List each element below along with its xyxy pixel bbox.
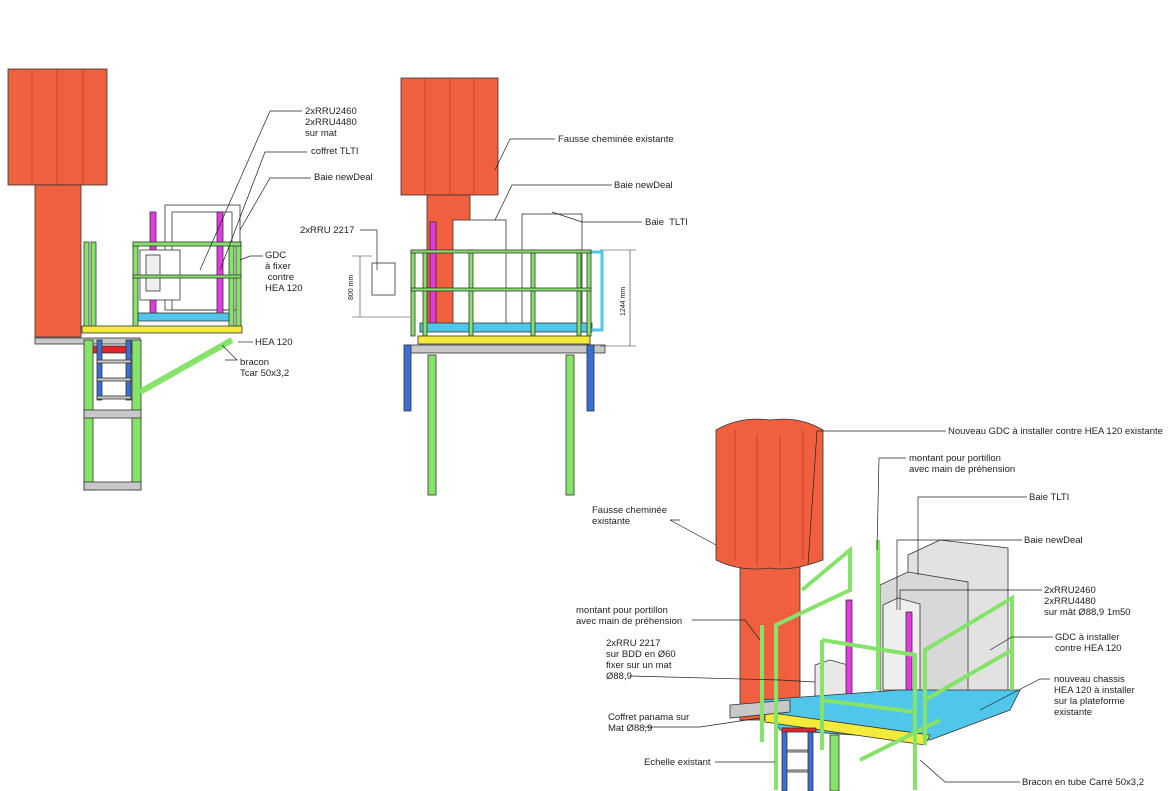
- iso-view: [715, 418, 1021, 791]
- label-coffret-tlti: coffret TLTI: [311, 146, 359, 157]
- label-rru2217-iso: 2xRRU 2217 sur BDD en Ø60 fixer sur un m…: [606, 638, 676, 682]
- label-chimney-iso: Fausse cheminée existante: [592, 505, 667, 527]
- label-gdc: GDC à fixer contre HEA 120: [265, 250, 303, 294]
- label-rru-mat: 2xRRU2460 2xRRU4480 sur mat: [305, 106, 357, 139]
- label-coffret-panama: Coffret panama sur Mat Ø88,9: [608, 712, 690, 734]
- dimension-800mm: 800 mm: [348, 274, 355, 300]
- label-rru-mast: 2xRRU2460 2xRRU4480 sur mât Ø88,9 1m50: [1044, 585, 1131, 618]
- label-echelle: Echelle existant: [644, 757, 711, 768]
- label-chimney-side: Fausse cheminée existante: [558, 134, 674, 145]
- label-gdc-install: GDC à installer contre HEA 120: [1055, 632, 1122, 654]
- leader-lines: [199, 110, 1053, 783]
- chimney-stem: [34, 184, 82, 338]
- label-bracon: bracon Tcar 50x3,2: [240, 357, 290, 379]
- front-view: [7, 68, 243, 491]
- label-bracon-iso: Bracon en tube Carré 50x3,2: [1022, 777, 1144, 788]
- iso-ladder: [781, 727, 840, 791]
- ladder: [83, 339, 142, 491]
- label-gdc-new: Nouveau GDC à installer contre HEA 120 e…: [948, 426, 1163, 437]
- label-rru2217-side: 2xRRU 2217: [300, 225, 355, 236]
- label-montant-left: montant pour portillon avec main de préh…: [576, 605, 683, 627]
- bracon-brace: [138, 337, 234, 395]
- chimney-head: [7, 68, 108, 186]
- label-baie-tlti-side: Baie TLTI: [645, 217, 688, 228]
- dimension-1244mm: 1244 mm: [620, 286, 627, 316]
- label-baie-newdeal-front: Baie newDeal: [314, 172, 373, 183]
- label-baie-newdeal-iso: Baie newDeal: [1024, 535, 1083, 546]
- label-montant-top: montant pour portillon avec main de préh…: [909, 453, 1016, 475]
- label-chassis: nouveau chassis HEA 120 à installer sur …: [1054, 674, 1135, 718]
- label-baie-newdeal-side: Baie newDeal: [614, 180, 673, 191]
- side-view: [352, 77, 636, 496]
- label-baie-tlti-iso: Baie TLTI: [1029, 492, 1070, 503]
- label-hea120: HEA 120: [255, 337, 293, 348]
